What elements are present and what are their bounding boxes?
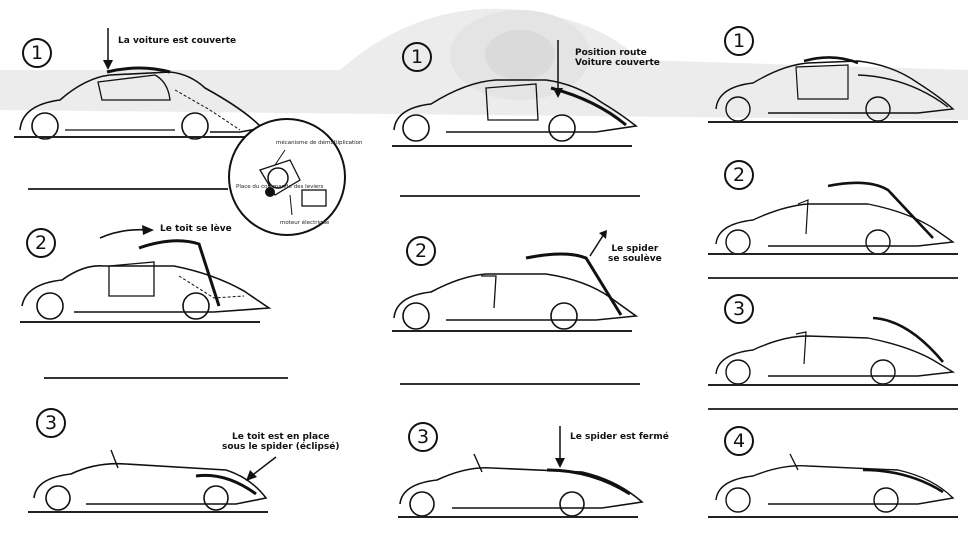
step-label: Le toit est en place sous le spider (écl… [222,432,340,453]
car-coupe-drawing [393,79,638,142]
arrow-icon [246,456,277,481]
detail-label: mécanisme de démultiplication [276,140,363,146]
step-label: Le spider est fermé [570,432,669,442]
detail-label: Place du commande des leviers [236,184,324,190]
car-spider-closed-drawing [399,453,644,517]
step-number: 3 [408,422,438,452]
arrow-icon [589,230,607,257]
ground-line [28,511,268,513]
ground-line [392,330,632,332]
arrow-down-icon [555,426,565,468]
ground-line [392,145,632,147]
step-number: 3 [724,294,754,324]
arrow-down-icon [103,28,113,70]
car-open-drawing [33,449,268,511]
separator [44,377,288,379]
separator [708,277,958,279]
arrow-icon [99,225,154,239]
car-spider-raised-drawing [393,252,639,330]
separator [400,195,640,197]
car-roof-raised-drawing [715,181,955,255]
separator [28,188,228,190]
step-label: Position route Voiture couverte [575,48,660,69]
step-number: 3 [36,408,66,438]
detail-label: moteur électrique [280,220,330,226]
ground-line [708,121,958,123]
ground-line [20,321,260,323]
step-number: 2 [724,160,754,190]
step-number: 2 [26,228,56,258]
separator [708,408,958,410]
step-number: 1 [22,38,52,68]
step-label: La voiture est couverte [118,36,237,46]
step-label: Le toit se lève [160,224,232,234]
car-roof-raised-drawing [21,239,272,320]
ground-line [708,384,958,386]
detail-zoom-circle: mécanisme de démultiplication Place du c… [228,118,363,236]
step-number: 2 [406,236,436,266]
step-number: 1 [724,26,754,56]
separator [400,383,640,385]
ground-line [708,253,958,255]
ground-line [14,136,249,138]
ground-line [398,516,638,518]
car-open-drawing [715,453,955,513]
step-number: 4 [724,426,754,456]
step-number: 1 [402,42,432,72]
ground-line [708,516,958,518]
step-label: Le spider se soulève [608,244,662,265]
car-roof-folding-drawing [715,316,956,385]
car-coupe-drawing [715,56,955,122]
car-coupe-drawing [19,66,264,140]
